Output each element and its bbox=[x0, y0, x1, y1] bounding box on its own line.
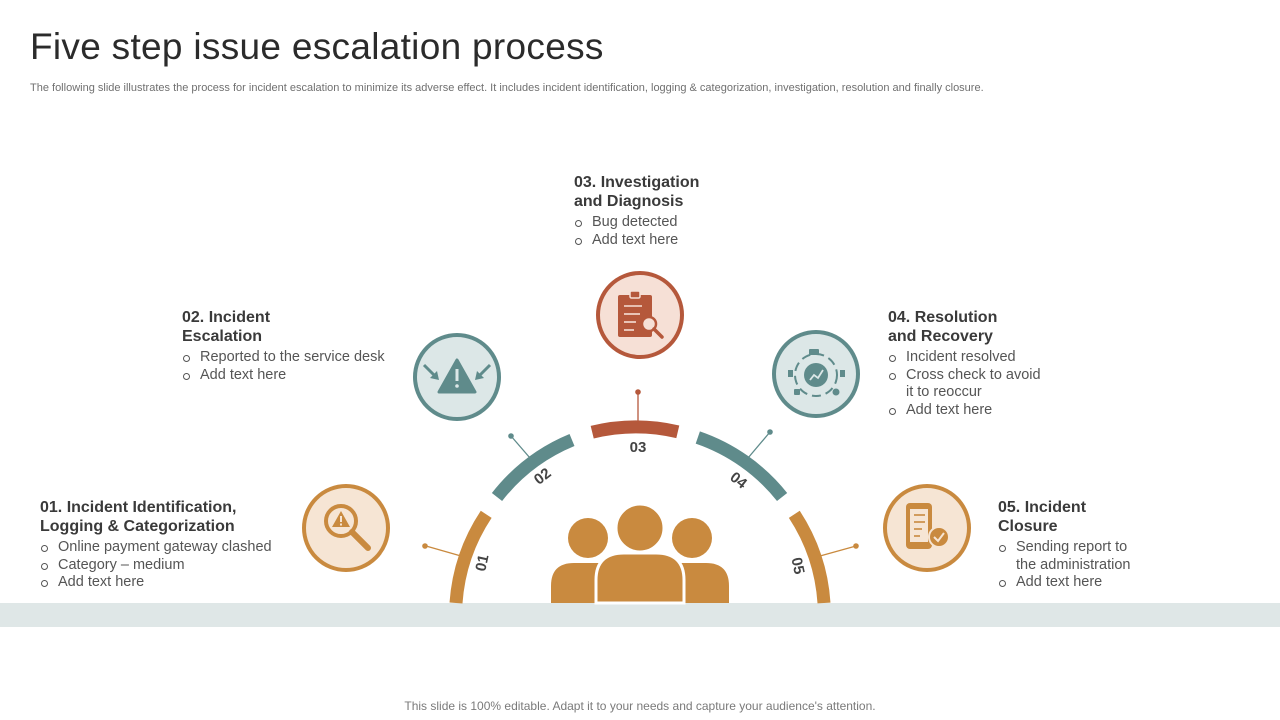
step-02-text: 02. Incident Escalation Reported to the … bbox=[182, 308, 385, 384]
step-03-title: 03. Investigation and Diagnosis bbox=[574, 174, 700, 210]
connector-pin-03 bbox=[635, 389, 641, 424]
segment-number-03: 03 bbox=[630, 439, 647, 456]
base-band bbox=[0, 603, 1280, 627]
step-02-title: 02. Incident Escalation bbox=[182, 309, 271, 345]
step-01-bullets: Online payment gateway clashed Category … bbox=[40, 539, 272, 592]
segment-number-04: 04 bbox=[727, 469, 751, 493]
ring-segment-02 bbox=[491, 433, 575, 502]
connector-pin-01 bbox=[422, 543, 462, 557]
step-01-bullet: Category – medium bbox=[40, 557, 272, 575]
footer-note: This slide is 100% editable. Adapt it to… bbox=[404, 699, 876, 713]
page-subtitle: The following slide illustrates the proc… bbox=[30, 82, 984, 94]
step-02-bullet: Reported to the service desk bbox=[182, 349, 385, 367]
gear-growth-cycle-icon bbox=[772, 330, 860, 418]
step-01-bullet: Online payment gateway clashed bbox=[40, 539, 272, 557]
step-02-bullet: Add text here bbox=[182, 367, 385, 385]
segment-number-05: 05 bbox=[787, 556, 807, 576]
page-title: Five step issue escalation process bbox=[30, 26, 604, 67]
step-04-title: 04. Resolution and Recovery bbox=[888, 309, 998, 345]
step-01-bullet: Add text here bbox=[40, 574, 272, 592]
team-people-icon bbox=[551, 502, 729, 605]
connector-pin-04 bbox=[747, 429, 773, 459]
warning-magnifier-icon bbox=[302, 484, 390, 572]
step-03-bullet: Add text here bbox=[574, 232, 699, 250]
connector-pin-02 bbox=[508, 433, 531, 459]
step-03-bullets: Bug detected Add text here bbox=[574, 214, 699, 249]
step-04-text: 04. Resolution and Recovery Incident res… bbox=[888, 308, 1041, 419]
step-04-bullet: Incident resolved bbox=[888, 349, 1041, 367]
step-05-text: 05. Incident Closure Sending report to t… bbox=[998, 498, 1130, 592]
connector-pin-05 bbox=[819, 543, 859, 557]
ring-segment-01 bbox=[449, 510, 492, 604]
step-04-bullet: Cross check to avoid it to reoccur bbox=[888, 367, 1041, 402]
step-01-title: 01. Incident Identification, Logging & C… bbox=[40, 499, 237, 535]
step-04-bullet: Add text here bbox=[888, 402, 1041, 420]
step-01-text: 01. Incident Identification, Logging & C… bbox=[40, 498, 272, 592]
segment-number-02: 02 bbox=[531, 465, 555, 489]
step-05-bullet: Sending report to the administration bbox=[998, 539, 1130, 574]
segment-number-01: 01 bbox=[472, 553, 492, 573]
step-05-bullet: Add text here bbox=[998, 574, 1130, 592]
step-05-bullets: Sending report to the administration Add… bbox=[998, 539, 1130, 592]
phone-checklist-icon bbox=[883, 484, 971, 572]
alert-triangle-arrows-icon bbox=[413, 333, 501, 421]
ring-segment-03 bbox=[590, 420, 680, 439]
step-04-bullets: Incident resolved Cross check to avoid i… bbox=[888, 349, 1041, 419]
step-02-bullets: Reported to the service desk Add text he… bbox=[182, 349, 385, 384]
step-05-title: 05. Incident Closure bbox=[998, 499, 1087, 535]
clipboard-search-icon bbox=[596, 271, 684, 359]
ring-segment-04 bbox=[695, 431, 788, 502]
step-03-text: 03. Investigation and Diagnosis Bug dete… bbox=[574, 173, 699, 249]
step-03-bullet: Bug detected bbox=[574, 214, 699, 232]
ring-segment-05 bbox=[788, 510, 831, 604]
